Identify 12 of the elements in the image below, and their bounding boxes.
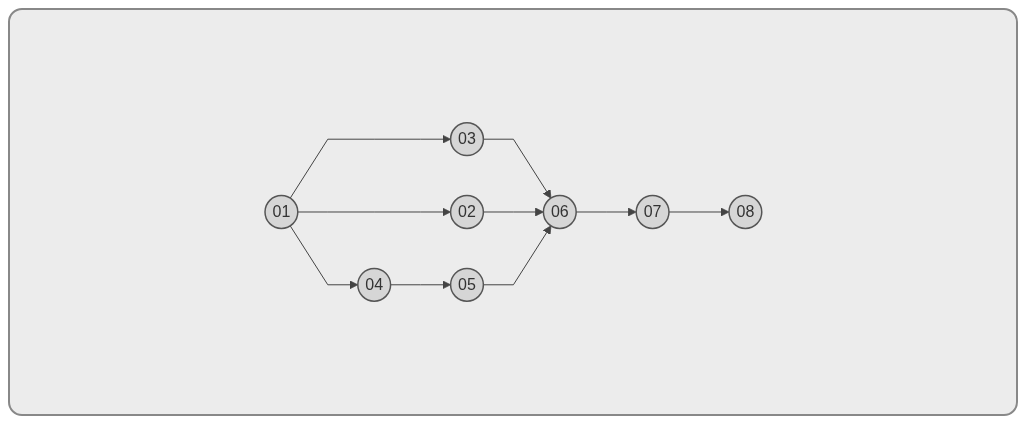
node-circle (449, 194, 484, 230)
node-circle (542, 194, 577, 230)
panel-background: 01 02 03 04 05 06 07 08 (8, 8, 1018, 416)
arrow (668, 207, 729, 217)
node-circle (635, 194, 670, 230)
arrow (289, 225, 358, 290)
node-circle (356, 267, 391, 302)
node-circle (449, 267, 484, 302)
node-circle (727, 194, 763, 230)
node-circle (263, 194, 299, 230)
arrow (289, 134, 451, 199)
node-circle (449, 122, 484, 157)
